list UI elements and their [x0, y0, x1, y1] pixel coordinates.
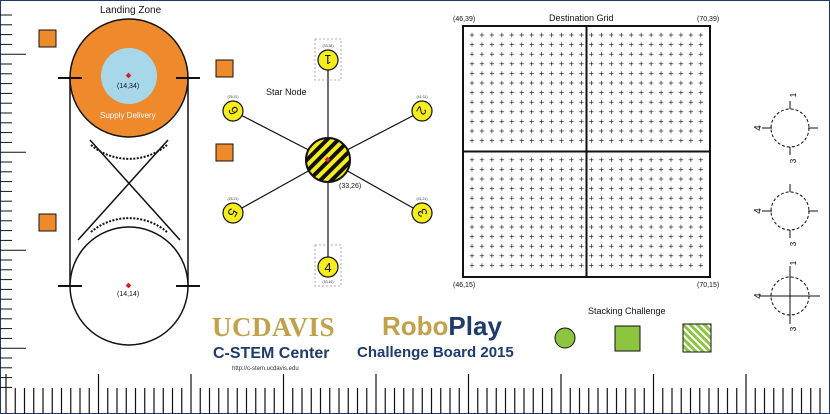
destination-grid-title: Destination Grid — [549, 13, 614, 23]
landing-zone-track — [69, 78, 189, 286]
orange-square — [215, 59, 234, 78]
supply-delivery-label: Supply Delivery — [100, 111, 156, 120]
star-node-title: Star Node — [266, 87, 307, 97]
star-node-coord: (25,21) — [227, 197, 238, 201]
svg-text:3: 3 — [789, 158, 798, 163]
star-center-coord: (33,26) — [339, 183, 362, 190]
star-node-marker: 4 (33,16) — [317, 256, 339, 284]
svg-text:4: 4 — [753, 293, 764, 299]
left-ruler — [0, 14, 26, 388]
star-node-marker: 1 (33,36) — [317, 44, 339, 71]
star-node-number: 4 — [324, 260, 331, 275]
grid-coord-br: (70,15) — [697, 282, 720, 289]
grid-coord-tr: (70,39) — [697, 16, 720, 23]
challenge-board-label: Challenge Board 2015 — [357, 344, 514, 361]
grid-coord-bl: (46,15) — [453, 282, 476, 289]
star-node-coord: (41,21) — [416, 197, 427, 201]
star-node-coord: (33,16) — [322, 280, 333, 284]
peg-marker: 4 1 3 — [753, 260, 820, 331]
svg-text:3: 3 — [789, 326, 798, 331]
orange-square — [38, 29, 57, 48]
stacking-square — [614, 325, 641, 352]
star-nodes: 1 (33,36) 2(41,31) 3(41,21) 4 (33,16) 5(25,21)… — [222, 44, 433, 284]
svg-text:1: 1 — [789, 260, 798, 265]
cstem-url: http://c-stem.ucdavis.edu — [232, 366, 299, 372]
svg-text:3: 3 — [789, 241, 798, 246]
ucdavis-logo: UCDAVIS — [212, 312, 336, 342]
grid-marks — [469, 32, 704, 268]
bottom-ruler — [5, 374, 821, 414]
grid-coord-tl: (46,39) — [453, 16, 476, 23]
star-node-marker: 2(41,31) — [411, 95, 433, 122]
star-node-coord: (33,36) — [322, 44, 333, 48]
star-node-marker: 3(41,21) — [411, 197, 433, 224]
landing-top-coord: (14,34) — [117, 83, 140, 90]
svg-text:4: 4 — [753, 208, 764, 214]
peg-marker: 4 1 3 — [753, 92, 818, 163]
star-node-marker: 5(25,21) — [222, 197, 244, 224]
cstem-center-label: C-STEM Center — [213, 345, 330, 362]
star-node-marker: 6(25,31) — [222, 95, 244, 122]
peg-marker: 43 — [753, 184, 818, 246]
destination-grid — [462, 25, 711, 278]
stacking-circle — [554, 327, 576, 349]
roboplay-logo: RoboPlay — [382, 311, 502, 341]
star-node-coord: (25,31) — [227, 95, 238, 99]
star-node-coord: (41,31) — [416, 95, 427, 99]
stacking-challenge-title: Stacking Challenge — [588, 306, 666, 316]
landing-zone-title: Landing Zone — [100, 5, 162, 16]
orange-square — [38, 213, 57, 232]
orange-square — [215, 143, 234, 162]
svg-text:4: 4 — [753, 125, 764, 131]
landing-bottom-coord: (14,14) — [117, 291, 140, 298]
stacking-hatched-square — [682, 323, 712, 353]
svg-text:1: 1 — [789, 92, 798, 97]
star-node-number: 1 — [324, 52, 331, 67]
